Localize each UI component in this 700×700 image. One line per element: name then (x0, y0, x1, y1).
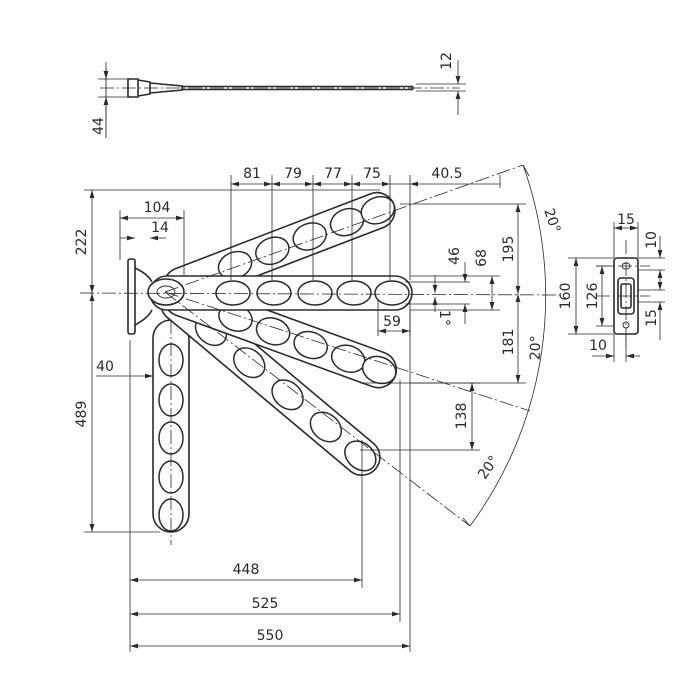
dim-drop-138: 138 (454, 403, 470, 430)
dim-arm-offset: 40 (96, 359, 114, 375)
dim-tip-offset: 40.5 (431, 166, 462, 182)
plate-dim-126: 126 (585, 283, 601, 310)
dim-pitch-2: 79 (284, 166, 302, 182)
wall-plate (127, 258, 153, 335)
plate-dim-160: 160 (558, 283, 574, 310)
plate-dim-top-10: 10 (644, 231, 660, 249)
plate-dim-top-15: 15 (617, 212, 635, 228)
angle-mid-label: 20° (528, 335, 545, 360)
dim-hub-inner: 14 (151, 220, 169, 236)
dim-pitch-1: 81 (243, 166, 261, 182)
dim-reach-448: 448 (233, 562, 260, 578)
dim-pitch-3: 77 (324, 166, 342, 182)
dim-hole-68: 68 (474, 249, 490, 267)
right-dimensions: 195 181 68 46 1° 59 138 (360, 203, 526, 451)
dim-side-height: 44 (91, 117, 107, 135)
dim-reach-525: 525 (252, 596, 279, 612)
hub-dimensions: 104 14 222 489 40 (74, 189, 380, 533)
dim-rise: 195 (501, 236, 517, 263)
dim-hole-59: 59 (383, 314, 401, 330)
dim-pitch-4: 75 (363, 166, 381, 182)
reach-dimensions: 448 525 550 (129, 310, 411, 652)
arm-horizontal (149, 275, 413, 311)
plate-dim-bottom-10: 10 (589, 338, 607, 354)
dim-hole-46: 46 (447, 247, 463, 265)
angle-upper-label: 20° (540, 206, 563, 235)
plate-dim-side-15: 15 (644, 309, 660, 327)
dim-hub-width: 104 (144, 200, 171, 216)
dim-reach-550: 550 (257, 628, 284, 644)
dim-upper-height: 222 (74, 229, 90, 256)
side-view: 12 44 (91, 52, 466, 138)
mounting-plate-view: 15 10 160 126 15 10 (558, 212, 665, 362)
dim-lower-height: 489 (74, 401, 90, 428)
angle-lower-label: 20° (475, 453, 502, 483)
dim-slope: 1° (436, 310, 452, 326)
pitch-dimensions: 81 79 77 75 40.5 (230, 166, 501, 280)
dim-drop-181: 181 (501, 329, 517, 356)
dim-side-thickness: 12 (439, 52, 455, 70)
